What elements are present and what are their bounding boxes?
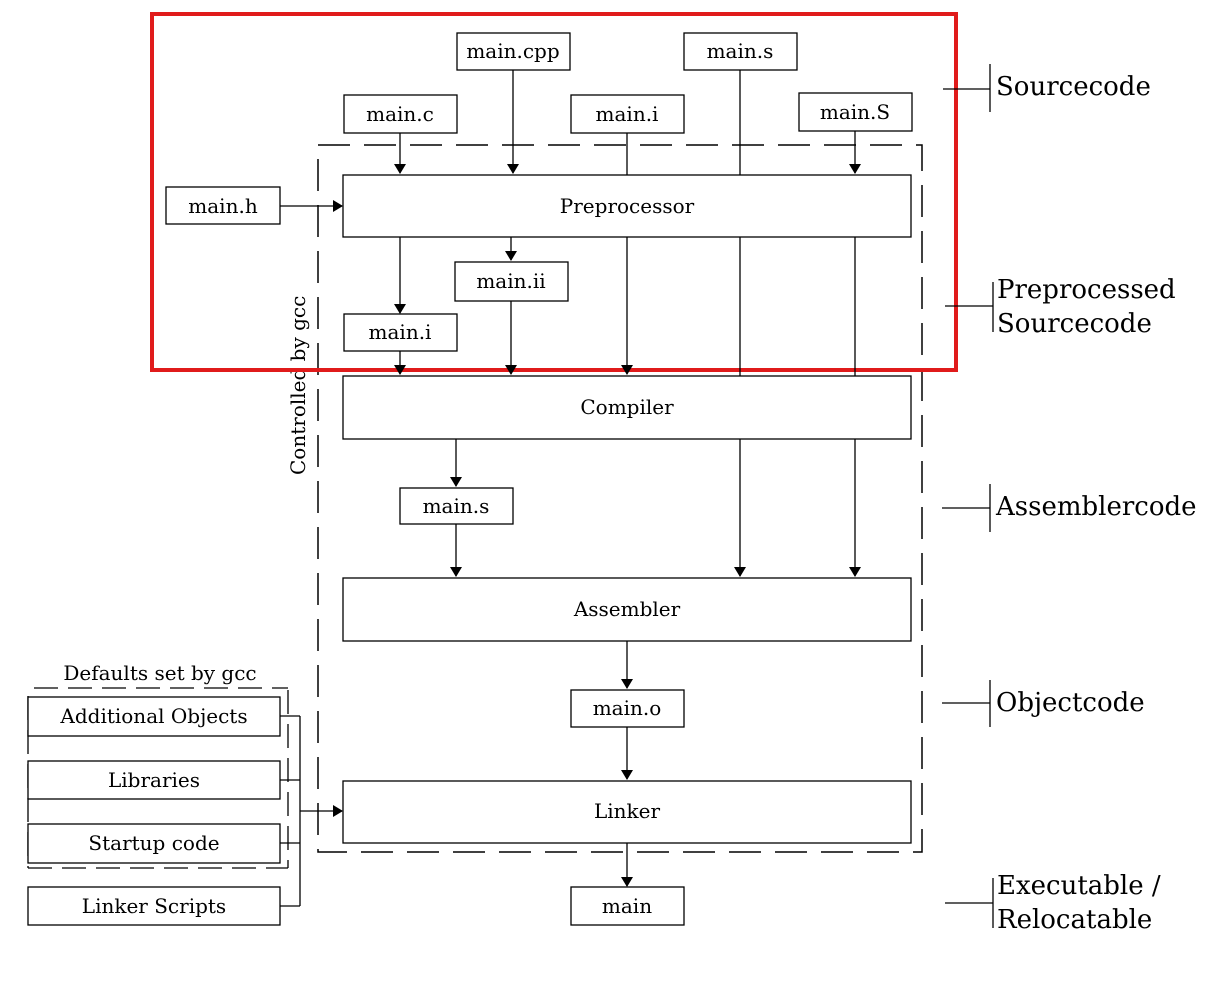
stage-linker-label: Linker bbox=[594, 799, 661, 823]
stage-compiler-box bbox=[342, 375, 912, 440]
default-additional-objects-label: Additional Objects bbox=[59, 704, 247, 728]
controlled-by-gcc-label: Controlled by gcc bbox=[286, 296, 310, 475]
default-libraries-label: Libraries bbox=[108, 768, 200, 792]
level-executable-label-2: Relocatable bbox=[997, 905, 1152, 935]
connectors bbox=[280, 70, 861, 907]
file-main-ii-label: main.ii bbox=[476, 269, 545, 293]
file-main-h-label: main.h bbox=[188, 194, 258, 218]
file-main-i-pre-box bbox=[343, 313, 458, 352]
default-startup-code-label: Startup code bbox=[88, 831, 219, 855]
default-additional-objects-box bbox=[27, 696, 281, 737]
default-linker-scripts-label: Linker Scripts bbox=[82, 894, 226, 918]
stage-preprocessor-label: Preprocessor bbox=[560, 194, 695, 218]
stage-compiler-label: Compiler bbox=[580, 395, 674, 419]
file-main-label: main bbox=[602, 894, 652, 918]
file-main-o-box bbox=[570, 689, 685, 728]
level-sourcecode-label: Sourcecode bbox=[996, 72, 1151, 102]
stage-linker-box bbox=[342, 780, 912, 844]
highlight-box bbox=[150, 12, 958, 372]
file-main-S-box bbox=[798, 92, 913, 132]
file-main-i-pre-label: main.i bbox=[369, 320, 432, 344]
stage-assembler-label: Assembler bbox=[573, 597, 681, 621]
file-main-cpp-label: main.cpp bbox=[466, 39, 559, 63]
level-objectcode-label: Objectcode bbox=[996, 688, 1145, 718]
file-main-c-label: main.c bbox=[366, 102, 434, 126]
file-main-o-label: main.o bbox=[593, 696, 662, 720]
stage-preprocessor-box bbox=[342, 174, 912, 238]
file-main-i-top-box bbox=[570, 94, 685, 134]
file-main-i-top-label: main.i bbox=[596, 102, 659, 126]
level-preprocessed-label-1: Preprocessed bbox=[997, 275, 1176, 305]
file-main-ii-box bbox=[454, 261, 569, 302]
level-executable-label-1: Executable / bbox=[997, 871, 1161, 901]
file-main-s-asm-box bbox=[399, 487, 514, 525]
level-assemblercode-label: Assemblercode bbox=[995, 492, 1197, 522]
default-linker-scripts-box bbox=[27, 886, 281, 926]
defaults-title: Defaults set by gcc bbox=[63, 661, 256, 685]
file-main-s-asm-label: main.s bbox=[423, 494, 490, 518]
file-main-h-box bbox=[165, 186, 281, 225]
default-libraries-box bbox=[27, 760, 281, 800]
level-preprocessed-label-2: Sourcecode bbox=[997, 309, 1152, 339]
file-main-s-top-label: main.s bbox=[707, 39, 774, 63]
gcc-controlled-region bbox=[317, 144, 923, 853]
file-main-box bbox=[570, 886, 685, 926]
file-main-c-box bbox=[343, 94, 458, 134]
stage-assembler-box bbox=[342, 577, 912, 642]
file-main-cpp-box bbox=[456, 32, 571, 71]
default-startup-code-box bbox=[27, 823, 281, 864]
file-main-s-top-box bbox=[683, 32, 798, 71]
file-main-S-label: main.S bbox=[820, 100, 890, 124]
